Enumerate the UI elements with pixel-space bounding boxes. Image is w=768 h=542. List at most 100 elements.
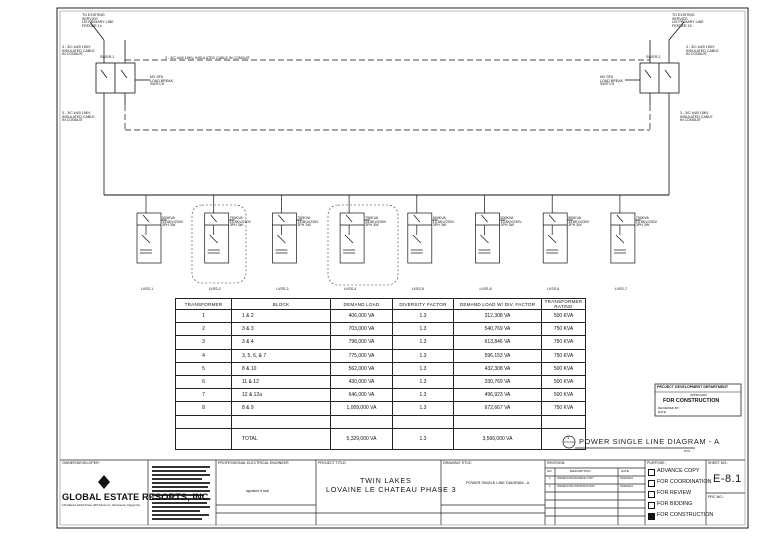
transformer-spec-line: 13.8KV/230V — [162, 219, 184, 224]
purpose-label-text: FOR REVIEW — [657, 490, 692, 496]
transformer-part — [547, 234, 557, 244]
diagram-number: 1 — [567, 435, 570, 440]
project-title-line1: TWIN LAKES — [360, 476, 412, 485]
table-cell: 3 & 4 — [231, 335, 331, 350]
table-cell: 1,009,000 VA — [330, 401, 393, 416]
transformer-spec-line: 500KVA — [568, 216, 582, 220]
transformer-part — [548, 214, 556, 223]
transformer-part — [610, 212, 636, 264]
cable-label-line: 3 - 3/C #4/0 15KV — [686, 45, 715, 49]
breaker-tag-line: SWITCH — [600, 82, 615, 87]
table-total-cell — [175, 427, 232, 450]
company-name: GLOBAL ESTATE RESORTS, INC. — [62, 492, 212, 502]
switchgear-left-tag: SWGR-1 — [100, 55, 115, 59]
project-title-label: PROJECT TITLE: — [318, 461, 347, 465]
switchgear-right-tag: SWGR-2 — [646, 55, 661, 59]
feeder15-tag-line: TO EXISTING — [672, 13, 695, 17]
table-cell: 500 KVA — [541, 308, 586, 324]
purpose-label-text: FOR CONSTRUCTION — [657, 512, 714, 518]
transformer-symbol — [475, 195, 506, 264]
cable-label-line: 3 - 3/C #4/0 15KV — [62, 111, 91, 115]
revision-header: DESCRIPTION — [570, 469, 591, 473]
transformer-spec-line: 3PH 3W — [432, 223, 447, 228]
switchgear-left — [89, 21, 150, 195]
left-feeder-cable-label: 3 - 3/C #4/0 15KV INSULATED CABLE IN CON… — [62, 45, 95, 57]
switchgear-right — [625, 21, 685, 195]
transformer-tag: LVSS-5 — [411, 287, 424, 291]
table-cell: 703,000 VA — [330, 322, 393, 337]
purpose-checkbox[interactable] — [648, 480, 655, 487]
revision-cell: ISSUED FOR ADVANCE COPY — [557, 477, 594, 480]
transformer-spec-line: 3PH 3W — [365, 223, 379, 228]
transformer-symbol — [542, 195, 574, 264]
title-block-frame — [60, 459, 745, 525]
table-cell: 672,667 VA — [453, 401, 542, 416]
feeder14-tag-line: TO EXISTING — [82, 13, 105, 17]
table-cell: 2 — [175, 322, 232, 337]
purpose-checkbox[interactable] — [648, 513, 655, 520]
stamp-reviewed-by: REVIEWED BY: — [658, 406, 680, 410]
general-notes-block — [152, 466, 210, 520]
feeder14-tag-line: SERVICE — [82, 16, 98, 21]
feeder14-tag-line: FEEDER 14 — [82, 23, 102, 28]
table-cell: 596,153 VA — [453, 348, 542, 363]
transformer-symbol — [204, 195, 235, 264]
diagram-title-suffix: - A — [708, 437, 720, 446]
right-breaker-tag: MV SF6 LOAD BREAK SWITCH — [600, 75, 623, 87]
table-cell: 1.3 — [392, 308, 454, 324]
table-cell: 3 & 3 — [231, 322, 331, 337]
table-cell: 1.3 — [392, 335, 454, 350]
transformer-tag: LVSS-6 — [547, 287, 560, 291]
company-logo-icon — [98, 475, 110, 489]
purpose-checkbox[interactable] — [648, 491, 655, 498]
table-cell — [541, 414, 586, 429]
cable-label-line: IN CONDUIT — [680, 118, 701, 123]
purpose-checkbox[interactable] — [648, 469, 655, 476]
revision-cell: ISSUED FOR CONSTRUCTION — [557, 485, 595, 488]
table-spacer-row — [175, 414, 586, 429]
table-cell: 500 KVA — [541, 374, 586, 390]
transformer-spec-line: 3PH 3W — [297, 223, 311, 228]
drawing-title-label: DRAWING TITLE: — [443, 461, 472, 465]
revision-header: DATE — [621, 469, 629, 473]
sheet-inner-border — [59, 10, 746, 526]
transformer-part — [412, 234, 422, 244]
table-cell: 775,000 VA — [330, 348, 393, 363]
transformer-spec-line: 500KVA — [500, 216, 514, 220]
transformer-spec-line: 13.8KV/230V — [500, 219, 522, 224]
transformer-spec-line: 13.8KV/230V — [229, 219, 251, 224]
transformer-part — [481, 214, 488, 223]
transformer-part — [204, 212, 230, 264]
table-cell: 1.3 — [392, 322, 454, 337]
purpose-label: PURPOSE: — [647, 461, 666, 465]
purpose-checkbox[interactable] — [648, 502, 655, 509]
feeder15-tag: TO EXISTING SERVICE UG PRIMARY LINE FEED… — [672, 13, 704, 28]
feeder14-tag: TO EXISTING SERVICE UG PRIMARY LINE FEED… — [82, 13, 114, 28]
table-cell: 330,769 VA — [453, 374, 542, 390]
transformer-spec-line: 13.8KV/230V — [365, 219, 387, 224]
table-cell: 12 & 12a — [231, 388, 331, 403]
transformer-spec-line: 3PH 3W — [500, 223, 514, 228]
table-cell: 1.3 — [392, 388, 454, 403]
breaker-tag-line: LOAD BREAK — [600, 78, 623, 83]
transformer-spec-line: 750KVA — [297, 216, 311, 220]
table-total-cell: 1.3 — [392, 427, 454, 450]
cable-label-line: INSULATED CABLE — [62, 48, 95, 53]
revision-cell: 2 — [549, 485, 551, 488]
transformer-layer — [136, 195, 641, 264]
table-cell: 3 — [175, 335, 232, 350]
table-cell: 3, 5, 6, & 7 — [231, 348, 331, 363]
table-cell: 7 — [175, 388, 232, 403]
transformer-part — [344, 234, 354, 244]
purpose-label-text: ADVANCE COPY — [657, 468, 700, 474]
revision-cell: 03/15/2021 — [620, 485, 633, 488]
table-cell: 1 & 2 — [231, 308, 331, 324]
revision-label: REVISION: — [547, 461, 566, 465]
